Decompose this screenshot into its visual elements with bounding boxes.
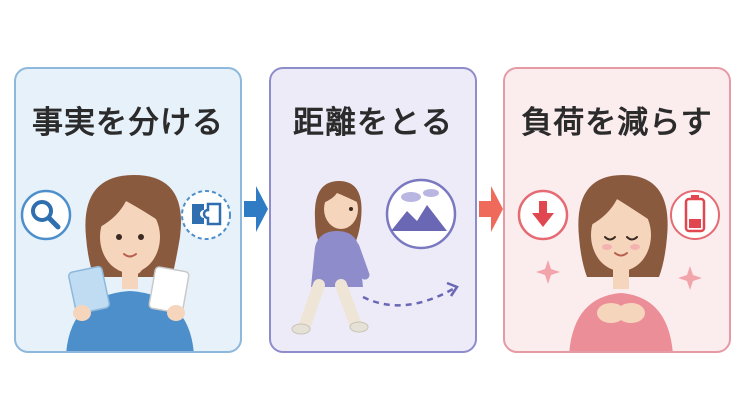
down-arrow-icon <box>517 189 569 241</box>
step-illustration <box>517 175 720 351</box>
step-title: 負荷を減らす <box>521 105 713 141</box>
woman-relaxed-figure <box>569 175 673 351</box>
step-title: 距離をとる <box>293 105 453 141</box>
sparkle-icon <box>536 260 702 290</box>
woman-thinking-figure <box>66 175 194 351</box>
step-illustration <box>20 175 231 351</box>
next-step-arrow <box>244 186 268 232</box>
woman-walking-figure <box>291 181 370 335</box>
puzzle-icon <box>181 190 231 240</box>
magnifier-icon <box>20 189 72 241</box>
step-title: 事実を分ける <box>32 105 224 141</box>
battery-low-icon <box>670 190 720 240</box>
next-step-arrow <box>479 186 503 232</box>
dashed-arrow-icon <box>362 281 459 307</box>
landscape-icon <box>385 178 457 250</box>
step-card-reduce-load: 負荷を減らす <box>503 67 731 353</box>
step-card-take-distance: 距離をとる <box>269 67 477 353</box>
step-illustration <box>291 178 459 335</box>
step-card-separate-facts: 事実を分ける <box>14 67 242 353</box>
